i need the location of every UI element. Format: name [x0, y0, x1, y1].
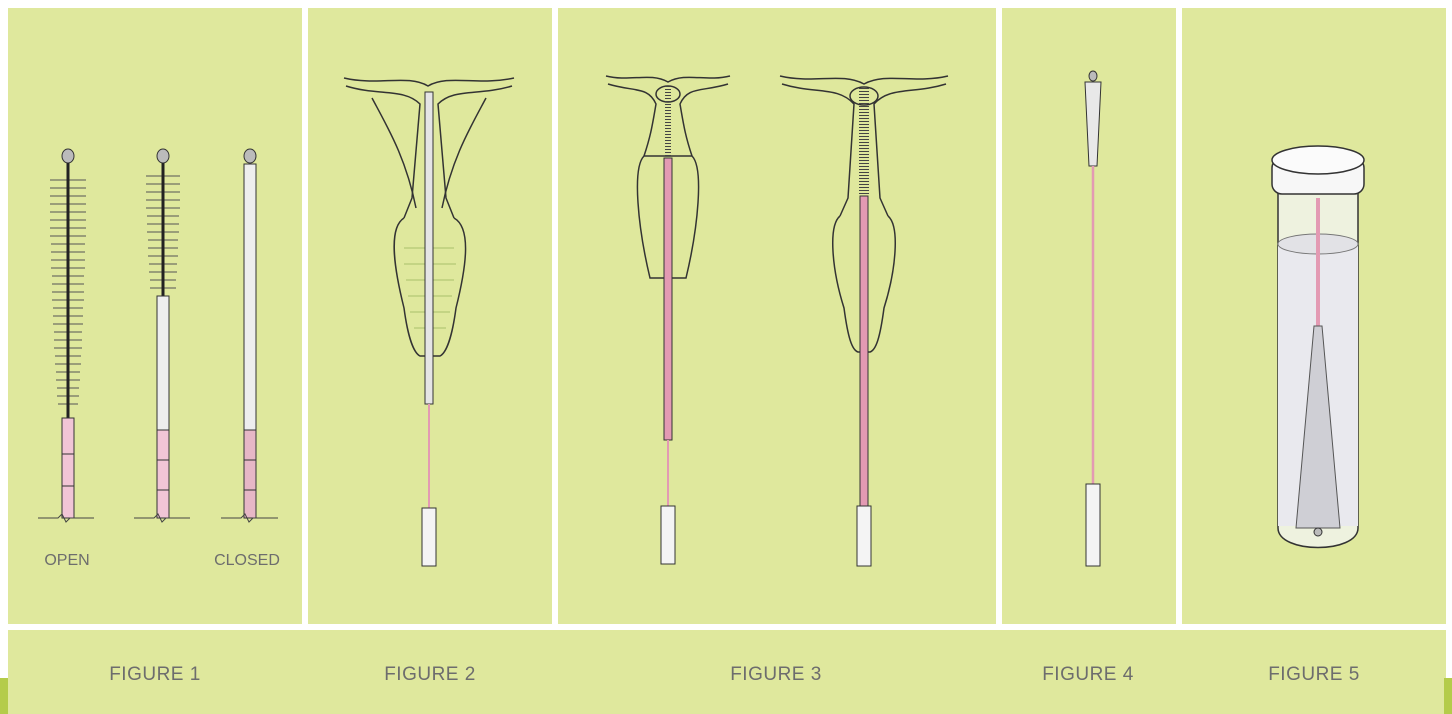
figure-4-illustration: [1002, 8, 1176, 624]
figure-2-panel: [308, 8, 552, 624]
figure-1-panel: OPEN CLOSED: [8, 8, 302, 624]
caption-bar: FIGURE 1 FIGURE 2 FIGURE 3 FIGURE 4 FIGU…: [8, 630, 1446, 714]
brush-device-right-icon: [857, 88, 871, 566]
figure-3-caption: FIGURE 3: [730, 664, 822, 686]
left-accent-edge: [0, 678, 8, 714]
figure-4-caption: FIGURE 4: [1042, 664, 1134, 686]
figure-4-panel: [1002, 8, 1176, 624]
right-accent-edge: [1444, 678, 1452, 714]
closed-label: CLOSED: [214, 552, 280, 570]
brush-tip-icon: [1085, 71, 1101, 566]
inserted-brush-device-icon: [422, 92, 436, 566]
figure-1-illustration: [8, 8, 302, 624]
figure-5-panel: [1182, 8, 1446, 624]
open-brush-device-icon: [38, 149, 94, 522]
figure-2-illustration: [308, 8, 552, 624]
figure-3-illustration: [558, 8, 996, 624]
figure-5-illustration: [1182, 8, 1446, 624]
open-label: OPEN: [44, 552, 89, 570]
brush-device-left-icon: [661, 86, 675, 564]
partial-brush-device-icon: [134, 149, 190, 522]
figure-1-caption: FIGURE 1: [109, 664, 201, 686]
figure-5-caption: FIGURE 5: [1268, 664, 1360, 686]
figure-2-caption: FIGURE 2: [384, 664, 476, 686]
closed-brush-device-icon: [221, 149, 278, 522]
figure-3-panel: [558, 8, 996, 624]
specimen-vial-icon: [1272, 146, 1364, 548]
